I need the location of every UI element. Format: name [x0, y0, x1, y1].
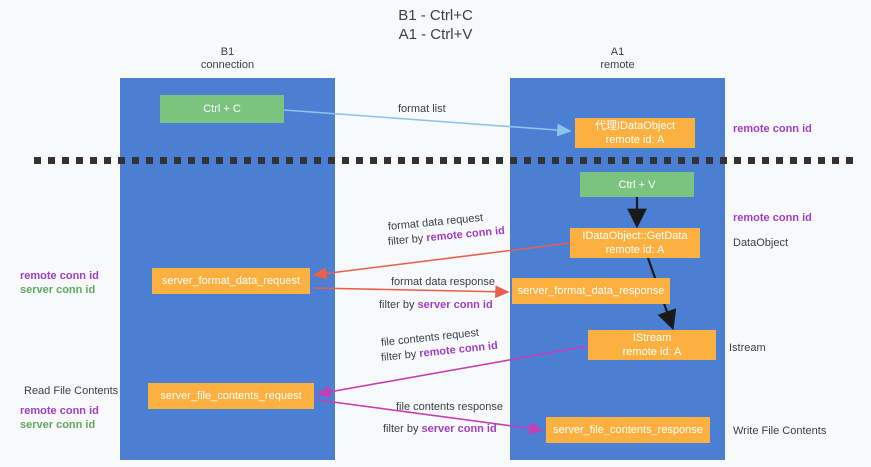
filter-value-server-conn-id: server conn id	[417, 299, 493, 311]
annotation-read-file-contents: Read File Contents	[24, 385, 119, 397]
column-header-b1: B1 connection	[200, 46, 255, 71]
section-divider	[34, 157, 860, 164]
page-title: B1 - Ctrl+C A1 - Ctrl+V	[398, 7, 473, 43]
edge-label-file-contents-response-filter: filter by server conn id	[383, 422, 497, 436]
annotation-remote-conn-id: remote conn id	[20, 270, 99, 282]
annotation-istream: Istream	[729, 342, 766, 354]
edge-label-file-contents-response: file contents response	[396, 401, 504, 413]
node-proxy-idataobject[interactable]: 代理IDataObject remote id: A	[575, 118, 695, 148]
annotation-write-file-contents: Write File Contents	[733, 425, 827, 437]
node-server-format-data-request[interactable]: server_format_data_request	[152, 268, 310, 294]
annotation-conn-id-pair-mid: remote conn id server conn id	[20, 269, 99, 297]
filter-prefix: filter by	[383, 423, 422, 435]
annotation-server-conn-id: server conn id	[20, 419, 96, 431]
node-server-file-contents-request[interactable]: server_file_contents_request	[148, 383, 314, 409]
annotation-remote-conn-id-top: remote conn id	[733, 123, 812, 135]
node-server-format-data-response[interactable]: server_format_data_response	[512, 278, 670, 304]
annotation-server-conn-id: server conn id	[20, 284, 96, 296]
edge-label-format-data-response: format data response	[391, 276, 495, 288]
edge-label-format-list: format list	[398, 103, 446, 115]
filter-prefix: filter by	[387, 232, 427, 248]
annotation-remote-conn-id: remote conn id	[20, 405, 99, 417]
node-server-file-contents-response[interactable]: server_file_contents_response	[546, 417, 710, 443]
edge-label-format-data-response-filter: filter by server conn id	[379, 298, 493, 312]
node-istream[interactable]: IStream remote id: A	[588, 330, 716, 360]
filter-value-server-conn-id: server conn id	[421, 423, 497, 435]
annotation-dataobject: DataObject	[733, 237, 789, 249]
node-ctrl-c[interactable]: Ctrl + C	[160, 95, 284, 123]
filter-prefix: filter by	[379, 299, 418, 311]
column-header-a1: A1 remote	[600, 46, 635, 71]
node-idataobject-getdata[interactable]: IDataObject::GetData remote id: A	[570, 228, 700, 258]
annotation-remote-conn-id-mid: remote conn id	[733, 212, 812, 224]
node-ctrl-v[interactable]: Ctrl + V	[580, 172, 694, 197]
filter-prefix: filter by	[380, 348, 420, 364]
annotation-conn-id-pair-bottom: remote conn id server conn id	[20, 404, 99, 432]
